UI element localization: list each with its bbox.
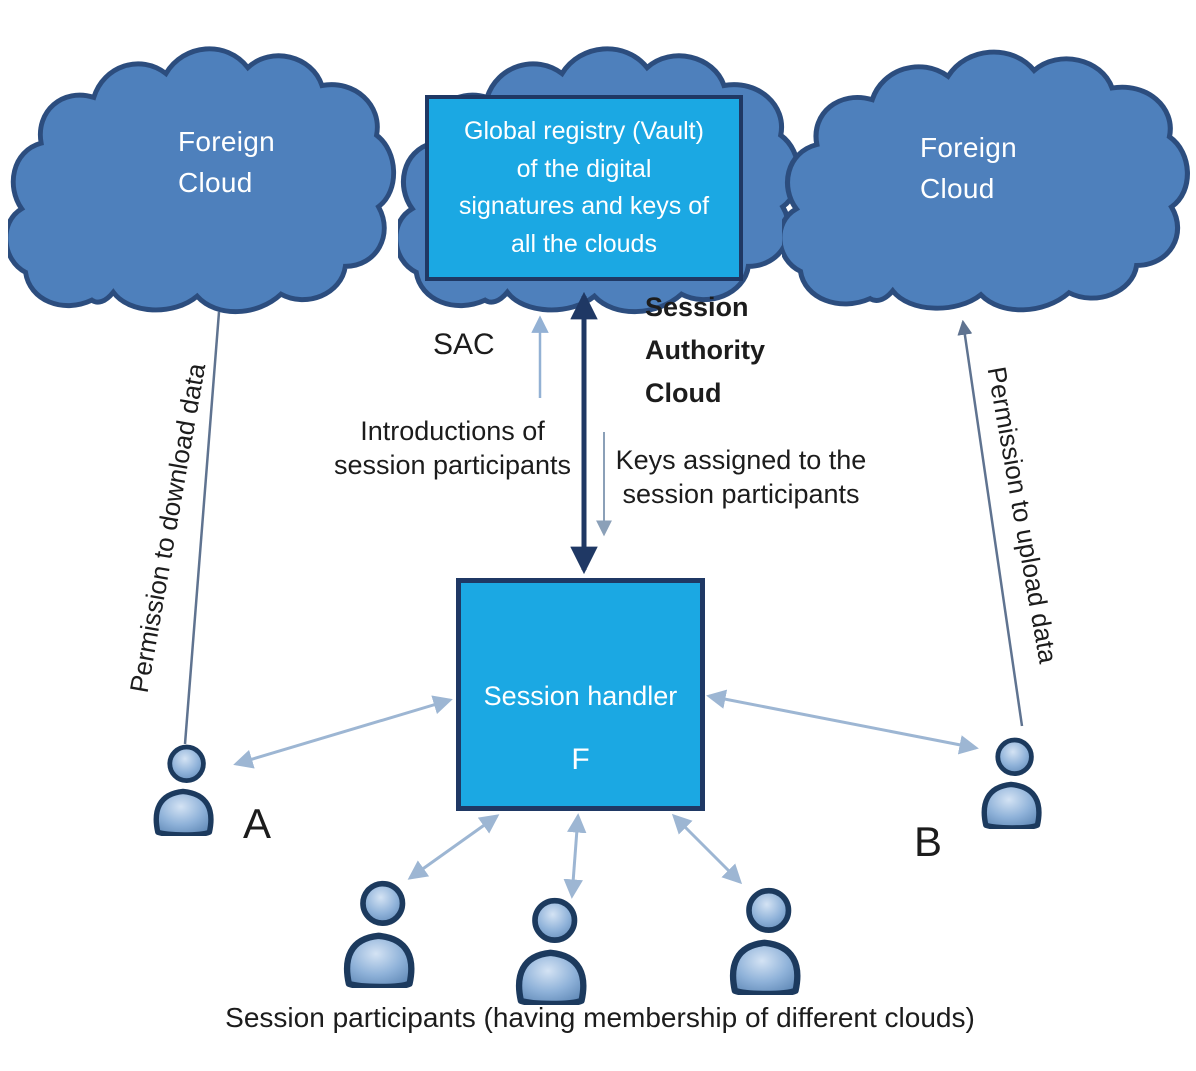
session-authority-cloud-label: Session Authority Cloud xyxy=(645,292,765,409)
session-handler-label: Session handler xyxy=(483,681,678,711)
person-icon-b xyxy=(981,737,1042,829)
global-registry-label: Global registry (Vault) of the digital s… xyxy=(458,117,710,258)
foreign-cloud-right-label: Foreign Cloud xyxy=(920,132,1018,204)
person-icon-participant-1 xyxy=(343,880,415,988)
caption: Session participants (having membership … xyxy=(225,1002,975,1033)
keys-assigned-label: Keys assigned to the session participant… xyxy=(615,445,867,509)
session-handler-box: Session handler F xyxy=(456,578,705,811)
session-handler-id: F xyxy=(571,743,590,776)
foreign-cloud-left-label: Foreign Cloud xyxy=(178,126,276,198)
participant-b-label: B xyxy=(914,818,943,865)
arrow-handler-participant-b xyxy=(706,689,979,755)
cloud-icon xyxy=(782,49,1190,313)
cloud-icon xyxy=(8,46,397,315)
foreign-cloud-left xyxy=(8,46,397,315)
permission-upload-label: Permission to upload data xyxy=(981,364,1064,666)
participant-a-label: A xyxy=(243,800,272,847)
introductions-label: Introductions of session participants xyxy=(333,416,572,480)
arrow-handler-participant-2 xyxy=(563,813,587,899)
global-registry-box: Global registry (Vault) of the digital s… xyxy=(425,95,743,281)
person-icon-participant-3 xyxy=(729,887,801,995)
foreign-cloud-right xyxy=(782,49,1190,313)
person-icon-participant-2 xyxy=(515,897,587,1005)
person-icon-a xyxy=(153,744,214,836)
arrow-handler-participant-a xyxy=(233,695,453,769)
sac-abbr-label: SAC xyxy=(433,328,495,361)
arrow-handler-participant-1 xyxy=(407,814,500,880)
permission-download-label: Permission to download data xyxy=(123,360,212,695)
arrow-handler-participant-3 xyxy=(671,813,743,885)
